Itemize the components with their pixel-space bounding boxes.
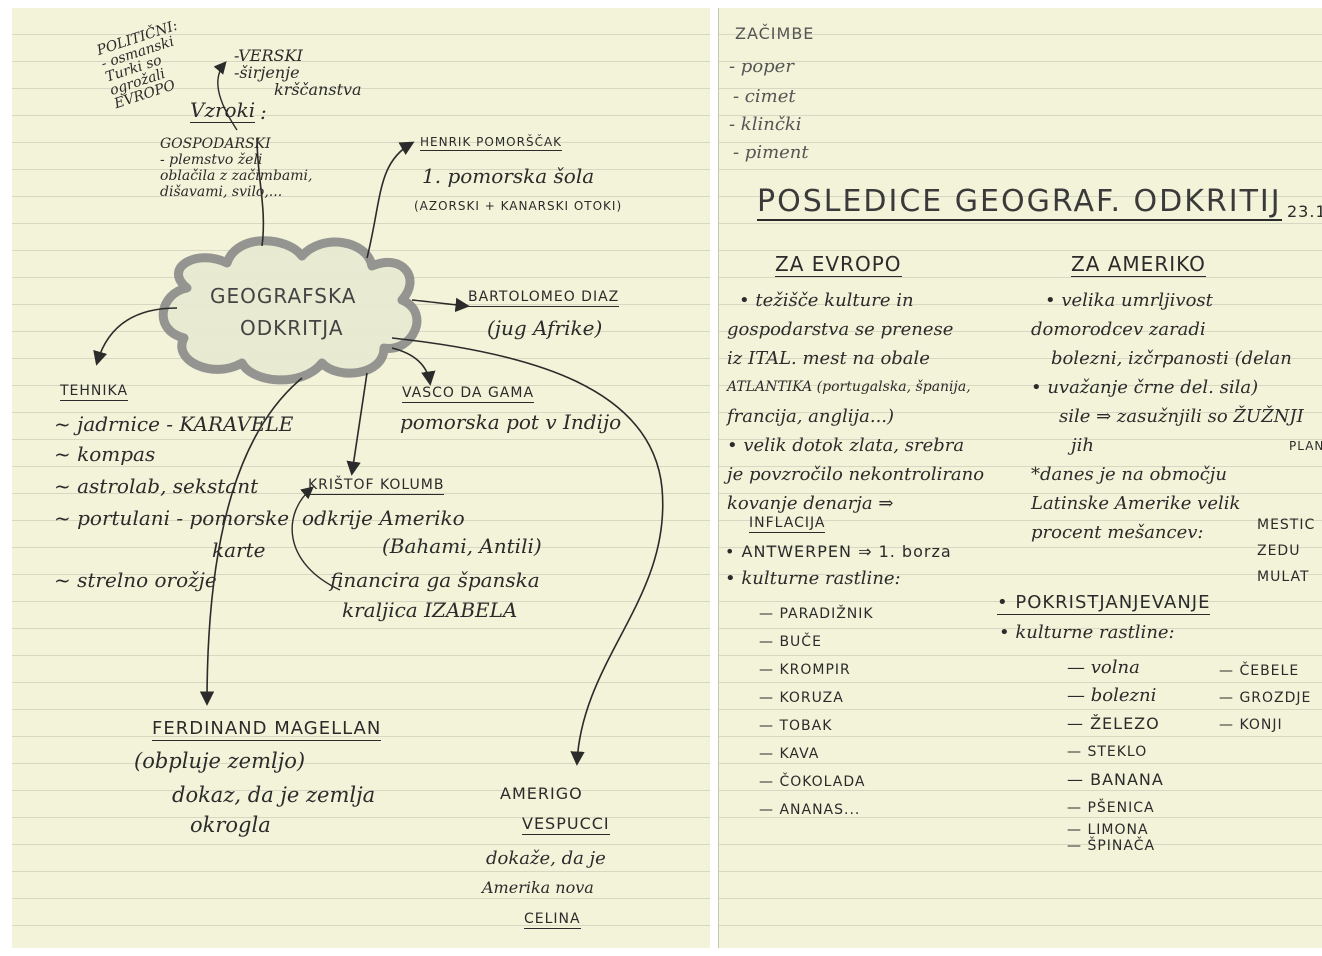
arrow-to-kolumb [346, 372, 368, 476]
zacimbe-item-2: - cimet [733, 86, 796, 107]
pok-col2: — ČEBELE — GROZDJE — KONJI [1219, 663, 1312, 733]
zacimbe-item-4: - piment [733, 142, 809, 163]
tehnika-item-1: ~ jadrnice - KARAVELE [54, 412, 294, 436]
arrow-to-diaz [411, 297, 470, 313]
arrow-to-tehnika [93, 307, 178, 366]
magellan-line2: dokaz, da je zemlja [172, 783, 376, 807]
zacimbe-item-1: - poper [729, 56, 794, 77]
pok-col1: — volna — bolezni — ŽELEZO — STEKLO — BA… [1067, 657, 1164, 854]
page-date: 23.1 [1287, 202, 1322, 221]
ameriko-title: ZA AMERIKO [1071, 252, 1206, 277]
kolumb-line4: kraljica IZABELA [342, 598, 518, 622]
plantaze-label: PLANTA [1289, 439, 1322, 453]
kolumb-line3: financira ga španska [330, 568, 540, 592]
tehnika-item-6: ~ strelno orožje [54, 568, 217, 592]
magellan-line1: (obpluje zemljo) [134, 749, 306, 773]
gama-title: VASCO DA GAMA [402, 385, 535, 403]
zacimbe-item-3: - klinčki [729, 114, 802, 135]
gama-line1: pomorska pot v Indijo [400, 410, 622, 434]
evropo-title: ZA EVROPO [775, 252, 902, 277]
kolumb-title: KRIŠTOF KOLUMB [308, 477, 445, 495]
center-cloud-shape [158, 236, 422, 385]
arrow-to-henrik [366, 141, 415, 259]
zacimbe-title: ZAČIMBE [735, 24, 815, 43]
tehnika-title: TEHNIKA [60, 383, 129, 401]
arrow-to-vzroki [256, 137, 265, 247]
inflacija: INFLACIJA [749, 515, 826, 533]
amerigo-line1: dokaže, da je [486, 848, 606, 869]
diaz-line1: (jug Afrike) [487, 316, 603, 340]
pokristjanjevanje-title: • POKRISTJANJEVANJE [997, 592, 1211, 615]
amerigo-line3: CELINA [524, 911, 581, 929]
amerigo-title1: AMERIGO [500, 784, 583, 803]
amerigo-line2: Amerika nova [482, 878, 594, 897]
diaz-title: BARTOLOMEO DIAZ [468, 289, 620, 307]
pok-rastline: • kulturne rastline: [999, 622, 1175, 643]
page-heading: POSLEDICE GEOGRAF. ODKRITIJ [757, 184, 1282, 221]
arrow-to-magellan [199, 377, 303, 706]
henrik-line2: (AZORSKI + KANARSKI OTOKI) [414, 199, 623, 213]
arrow-to-gama [391, 347, 436, 386]
center-title-line2: ODKRITJA [240, 316, 344, 340]
right-notebook-page: ZAČIMBE - poper - cimet - klinčki - pime… [718, 8, 1322, 948]
kolumb-line2: (Bahami, Antili) [382, 534, 542, 558]
verski-block: -VERSKI -širjenje krščanstva [234, 46, 362, 99]
magellan-line3: okrogla [190, 813, 271, 837]
vzroki-title: Vzroki [190, 98, 256, 123]
magellan-title: FERDINAND MAGELLAN [152, 718, 382, 741]
amerigo-title2: VESPUCCI [522, 814, 610, 835]
arrow-to-amerigo [391, 337, 664, 766]
tehnika-item-2: ~ kompas [54, 442, 156, 466]
left-notebook-page: GEOGRAFSKA ODKRITJA POLITIČNI: - osmansk… [12, 8, 710, 948]
evropo-text: • težišče kulture in gospodarstva se pre… [727, 290, 985, 514]
henrik-line1: 1. pomorska šola [422, 164, 595, 188]
ameriko-text: • velika umrljivost domorodcev zaradi bo… [1031, 290, 1304, 543]
antwerpen: • ANTWERPEN ⇒ 1. borza [725, 542, 952, 561]
vzroki-colon: : [260, 100, 267, 124]
mindmap-connectors [93, 61, 664, 766]
gospodarski-block: GOSPODARSKI - plemstvo želi oblačila z z… [160, 136, 313, 201]
evropo-plants-list: — PARADIŽNIK — BUČE — KROMPIR — KORUZA —… [759, 606, 874, 818]
henrik-title: HENRIK POMORŠČAK [420, 135, 563, 151]
mesanci-list: MESTIC ZEDU MULAT [1257, 517, 1316, 585]
tehnika-item-5: karte [212, 538, 266, 562]
tehnika-item-3: ~ astrolab, sekstant [54, 474, 259, 498]
center-title-line1: GEOGRAFSKA [210, 284, 357, 308]
kolumb-line1: odkrije Ameriko [302, 506, 465, 530]
evropo-rastline: • kulturne rastline: [725, 568, 901, 589]
tehnika-item-4: ~ portulani - pomorske [54, 506, 290, 530]
